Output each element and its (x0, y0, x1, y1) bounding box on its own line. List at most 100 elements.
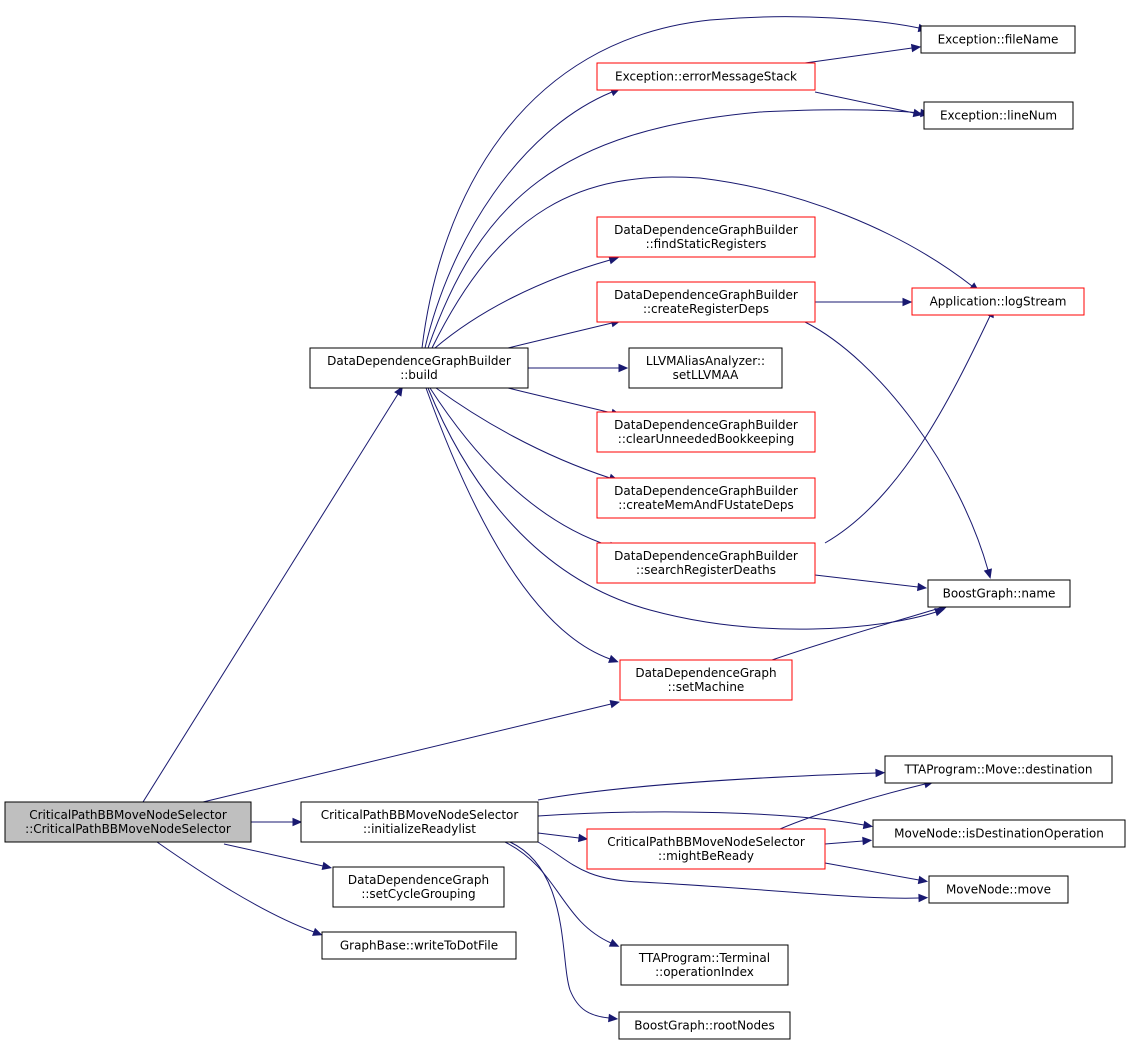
edge-root-to-setCycle (223, 843, 333, 871)
edge-arrowhead (983, 568, 992, 579)
node-box (928, 875, 1069, 904)
node-box (923, 101, 1074, 130)
edge-errStack-to-lineNum (814, 91, 924, 118)
edge-root-to-writeDot (156, 841, 323, 936)
node-label-line: ::createRegisterDeps (643, 302, 769, 316)
edge-init-to-opIndex (504, 841, 620, 947)
node-setMachine[interactable]: DataDependenceGraph::setMachine (619, 659, 793, 701)
node-fileName[interactable]: Exception::fileName (920, 25, 1076, 54)
edge-arrowhead (609, 699, 620, 709)
node-createReg[interactable]: DataDependenceGraphBuilder::createRegist… (596, 281, 816, 323)
node-box (596, 411, 816, 453)
node-label-line: TTAProgram::Terminal (638, 951, 770, 965)
node-label-line: TTAProgram::Move::destination (904, 763, 1093, 777)
node-label-line: MoveNode::isDestinationOperation (894, 827, 1104, 841)
edge-line (507, 387, 613, 414)
edge-line (537, 832, 580, 839)
node-label-line: DataDependenceGraph (635, 666, 776, 680)
node-label-line: CriticalPathBBMoveNodeSelector (607, 835, 805, 849)
edge-searchReg-to-logStream (824, 307, 994, 544)
edge-line (427, 109, 922, 349)
edge-createReg-to-bgName (804, 321, 992, 579)
node-lineNum[interactable]: Exception::lineNum (923, 101, 1074, 130)
node-label-line: DataDependenceGraphBuilder (614, 484, 798, 498)
node-box (596, 62, 816, 91)
node-label-line: DataDependenceGraphBuilder (614, 418, 798, 432)
edge-line (814, 574, 919, 588)
edge-line (824, 840, 864, 845)
edge-line (421, 16, 920, 349)
node-label-line: BoostGraph::name (943, 587, 1056, 601)
node-root[interactable]: CriticalPathBBMoveNodeSelector::Critical… (4, 801, 252, 843)
node-box (628, 347, 783, 389)
edge-line (824, 862, 920, 881)
edge-build-to-setMachine (425, 387, 619, 663)
edge-arrowhead (862, 820, 874, 830)
edge-line (427, 387, 937, 630)
node-label-line: BoostGraph::rootNodes (634, 1019, 774, 1033)
node-box (321, 931, 517, 960)
edge-build-to-errStack (424, 88, 621, 349)
node-label-line: Exception::errorMessageStack (615, 70, 797, 84)
node-box (596, 281, 816, 323)
edge-arrowhead (608, 654, 619, 663)
node-logStream[interactable]: Application::logStream (911, 287, 1085, 316)
edge-line (771, 607, 941, 661)
node-box (920, 25, 1076, 54)
node-mightBe[interactable]: CriticalPathBBMoveNodeSelector::mightBeR… (586, 828, 826, 870)
node-bgName[interactable]: BoostGraph::name (927, 579, 1071, 608)
node-errStack[interactable]: Exception::errorMessageStack (596, 62, 816, 91)
node-box (300, 801, 539, 843)
node-searchReg[interactable]: DataDependenceGraphBuilder::searchRegist… (596, 542, 816, 584)
node-box (872, 819, 1126, 848)
node-box (618, 1011, 791, 1040)
edge-arrowhead (862, 836, 873, 846)
node-label-line: ::findStaticRegisters (646, 237, 767, 251)
edge-init-to-mightBe (537, 832, 589, 843)
node-label-line: ::setCycleGrouping (361, 887, 475, 901)
edge-arrowhead (910, 43, 922, 53)
edge-build-to-llvm (528, 363, 629, 373)
node-box (596, 216, 816, 258)
node-init[interactable]: CriticalPathBBMoveNodeSelector::initiali… (300, 801, 539, 843)
node-setCycle[interactable]: DataDependenceGraph::setCycleGrouping (332, 866, 505, 908)
edge-arrowhead (292, 817, 303, 827)
node-box (620, 944, 789, 986)
edge-line (156, 841, 315, 933)
edge-line (537, 772, 877, 801)
node-label-line: ::searchRegisterDeaths (636, 563, 776, 577)
node-build[interactable]: DataDependenceGraphBuilder::build (309, 347, 529, 389)
node-llvm[interactable]: LLVMAliasAnalyzer::setLLVMAA (628, 347, 783, 389)
node-box (596, 477, 816, 519)
node-label-line: GraphBase::writeToDotFile (340, 939, 498, 953)
edge-mightBe-to-mnMove (824, 862, 929, 885)
node-clearUn[interactable]: DataDependenceGraphBuilder::clearUnneede… (596, 411, 816, 453)
node-label-line: ::build (400, 368, 438, 382)
edge-arrowhead (577, 833, 589, 843)
edge-arrowhead (917, 582, 928, 592)
edge-line (223, 843, 324, 867)
node-createMem[interactable]: DataDependenceGraphBuilder::createMemAnd… (596, 477, 816, 519)
edge-build-to-createReg (507, 318, 621, 349)
node-label-line: DataDependenceGraph (348, 873, 489, 887)
node-writeDot[interactable]: GraphBase::writeToDotFile (321, 931, 517, 960)
edge-arrowhead (312, 927, 323, 936)
node-label-line: ::clearUnneededBookkeeping (618, 432, 794, 446)
edge-root-to-setMachine (202, 699, 620, 803)
node-mnMove[interactable]: MoveNode::move (928, 875, 1069, 904)
node-isDest[interactable]: MoveNode::isDestinationOperation (872, 819, 1126, 848)
edge-arrowhead (917, 875, 929, 885)
edge-arrowhead (875, 768, 886, 778)
edges-layer (142, 16, 994, 1023)
node-findStatic[interactable]: DataDependenceGraphBuilder::findStaticRe… (596, 216, 816, 258)
node-box (619, 659, 793, 701)
node-label-line: ::createMemAndFUstateDeps (618, 498, 794, 512)
node-label-line: DataDependenceGraphBuilder (614, 549, 798, 563)
edge-createReg-to-logStream (815, 297, 913, 307)
node-destination[interactable]: TTAProgram::Move::destination (884, 755, 1113, 784)
node-opIndex[interactable]: TTAProgram::Terminal::operationIndex (620, 944, 789, 986)
edge-arrowhead (608, 256, 619, 265)
edge-arrowhead (912, 108, 924, 118)
node-rootNodes[interactable]: BoostGraph::rootNodes (618, 1011, 791, 1040)
